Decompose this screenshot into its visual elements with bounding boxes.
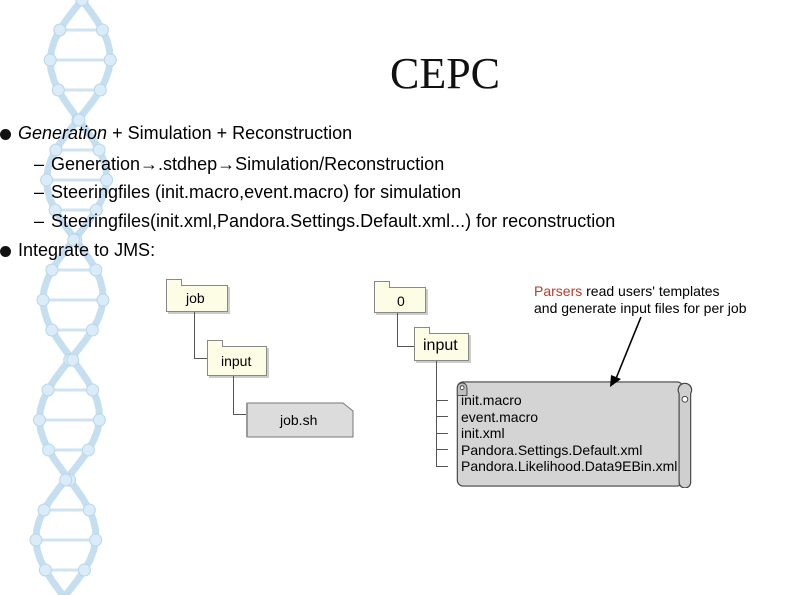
arrow-icon: [610, 316, 642, 387]
list-item: Pandora.Settings.Default.xml: [461, 441, 643, 458]
folder-job-label: job: [186, 290, 205, 306]
list-item: init.macro: [461, 392, 522, 408]
sub-item-3: –Steeringfiles(init.xml,Pandora.Settings…: [34, 211, 616, 231]
tree-connector: [194, 312, 195, 358]
folder-input-left[interactable]: [207, 340, 267, 376]
tree-connector: [194, 358, 208, 359]
input-files-scroll: [456, 381, 693, 488]
folder-zero[interactable]: [374, 281, 426, 313]
parsers-note: Parsers read users' templates and genera…: [534, 283, 747, 316]
list-item: init.xml: [461, 425, 505, 441]
dna-helix-decoration: [29, 0, 117, 595]
file-job-sh-label: job.sh: [280, 412, 318, 428]
sub-item-1: –Generation→.stdhep→Simulation/Reconstru…: [34, 154, 445, 174]
folder-zero-label: 0: [397, 293, 405, 309]
file-job-sh-icon[interactable]: [246, 402, 356, 438]
bullet-dot: [0, 246, 11, 257]
folder-input-left-label: input: [221, 353, 252, 369]
tree-connector: [397, 346, 415, 347]
list-item: Pandora.Likelihood.Data9EBin.xml: [461, 458, 678, 474]
input-files-list: init.macro event.macro init.xml Pandora.…: [461, 392, 677, 475]
parsers-highlight: Parsers: [534, 283, 583, 299]
generation-word: Generation: [18, 123, 108, 143]
folder-input-right-label: input: [423, 337, 458, 354]
page-title: CEPC: [389, 49, 501, 98]
folder-job[interactable]: [166, 279, 228, 312]
bullet-rest: + Simulation + Reconstruction: [107, 123, 353, 143]
tree-connector: [233, 376, 234, 414]
list-item: event.macro: [461, 408, 539, 425]
bullet-dot: [0, 129, 11, 140]
tree-connector: [397, 313, 398, 346]
tree-connector: [233, 414, 247, 415]
sub-item-2: –Steeringfiles (init.macro,event.macro) …: [34, 182, 462, 202]
tree-connector: [436, 361, 437, 466]
folder-input-right[interactable]: [414, 327, 469, 361]
